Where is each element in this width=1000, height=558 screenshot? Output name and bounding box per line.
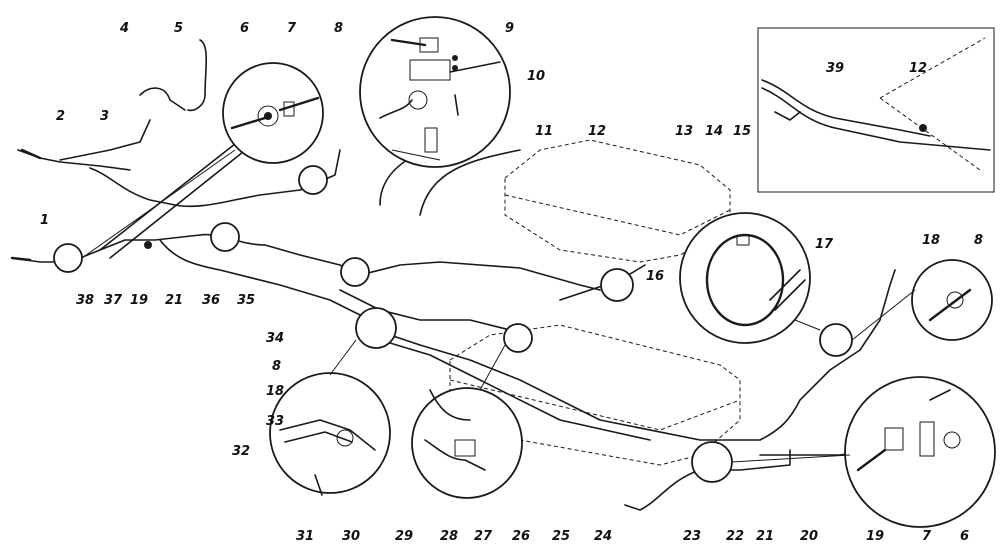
label-36: 36 [202,293,220,308]
label-30: 30 [342,529,360,544]
label-8-top: 8 [334,21,343,36]
label-13: 13 [675,124,693,139]
label-33: 33 [266,414,284,429]
label-38: 38 [76,293,94,308]
label-21-right: 21 [756,529,774,544]
label-7-bottom: 7 [922,529,932,544]
detail-circle-top-left [222,62,324,164]
label-15: 15 [733,124,751,139]
label-35: 35 [237,293,255,308]
label-20: 20 [800,529,818,544]
label-12-inset: 12 [909,61,927,76]
label-27: 27 [474,529,493,544]
label-23: 23 [683,529,701,544]
part-number-labels: 1 2 3 4 5 6 7 8 9 10 11 12 13 14 15 16 1… [40,21,983,544]
label-16-right: 16 [646,269,664,284]
detail-circle-bottom-left [269,372,391,496]
label-6-bottom: 6 [960,529,969,544]
label-4: 4 [119,21,129,36]
label-19-right: 19 [866,529,884,544]
label-18-left: 18 [266,384,284,399]
label-28: 28 [440,529,458,544]
front-brake-lines [10,39,361,316]
label-1: 1 [40,213,49,228]
label-3: 3 [100,109,109,124]
leader-lines [81,149,916,463]
label-19-left: 19 [130,293,148,308]
label-39: 39 [826,61,844,76]
label-31: 31 [296,529,314,544]
inset-frame [757,27,995,193]
label-8-right: 8 [974,233,983,248]
label-12-left: 12 [588,124,606,139]
detail-circle-tee [359,16,511,168]
label-10: 10 [527,69,545,84]
label-25: 25 [552,529,570,544]
label-21-left: 21 [165,293,183,308]
label-5: 5 [174,21,183,36]
label-32: 32 [232,444,250,459]
label-37: 37 [104,293,123,308]
detail-circle-bottom-mid [411,387,523,499]
label-29: 29 [395,529,413,544]
detail-circle-bottom-right [844,376,996,528]
label-7: 7 [287,21,297,36]
label-18-right: 18 [922,233,940,248]
label-14: 14 [705,124,723,139]
label-22: 22 [726,529,744,544]
label-24: 24 [594,529,612,544]
detail-circle-right [911,259,993,341]
label-17: 17 [815,237,834,252]
label-34: 34 [266,331,284,346]
label-26: 26 [512,529,530,544]
label-6: 6 [240,21,249,36]
label-8-left: 8 [272,359,281,374]
detail-circle-clamp [679,212,811,344]
label-2: 2 [56,109,65,124]
label-11: 11 [535,124,553,139]
label-9: 9 [505,21,514,36]
